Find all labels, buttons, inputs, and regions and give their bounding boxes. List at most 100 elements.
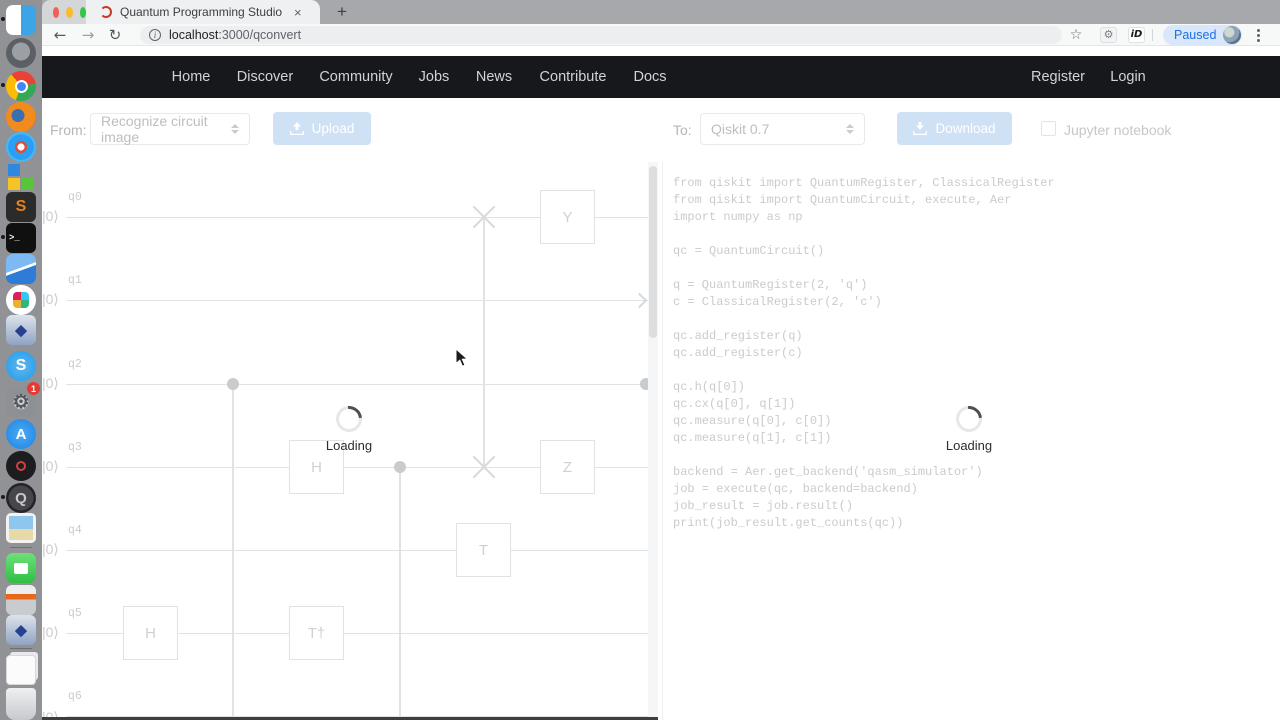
dashboard-icon[interactable] xyxy=(6,451,36,481)
ket-label: |0⟩ xyxy=(42,375,59,391)
upload-label: Upload xyxy=(311,121,355,136)
virtualbox-icon[interactable]: ◆ xyxy=(6,315,36,345)
ket-label: |0⟩ xyxy=(42,624,59,640)
back-icon[interactable]: ← xyxy=(53,26,67,44)
slack-icon[interactable] xyxy=(6,285,36,315)
browser-menu-icon[interactable] xyxy=(1250,27,1266,43)
gate-z[interactable]: Z xyxy=(540,440,595,494)
code-pane: from qiskit import QuantumRegister, Clas… xyxy=(662,162,1280,720)
safari-icon[interactable] xyxy=(6,132,36,162)
nav-login[interactable]: Login xyxy=(1110,69,1146,85)
nav-community[interactable]: Community xyxy=(319,69,393,85)
ket-label: |0⟩ xyxy=(42,709,59,720)
gate-tdg[interactable]: T† xyxy=(289,606,344,660)
trash-icon[interactable] xyxy=(6,688,36,720)
calculator-icon[interactable] xyxy=(6,585,36,615)
generated-code[interactable]: from qiskit import QuantumRegister, Clas… xyxy=(673,176,1055,530)
new-tab-button[interactable]: + xyxy=(337,2,347,21)
minimize-window-button[interactable] xyxy=(66,6,73,18)
id-extension-icon[interactable]: iD xyxy=(1128,27,1145,43)
jupyter-notebook-checkbox[interactable] xyxy=(1041,121,1056,136)
launchpad-icon[interactable] xyxy=(6,38,36,68)
download-label: Download xyxy=(935,121,996,136)
extension-icon[interactable]: ⚙ xyxy=(1100,27,1117,43)
to-select[interactable]: Qiskit 0.7 xyxy=(700,113,865,145)
app-grid-icon[interactable] xyxy=(6,162,36,192)
gate-h[interactable]: H xyxy=(123,606,178,660)
notification-badge: 1 xyxy=(27,382,40,395)
control-dot[interactable] xyxy=(227,378,239,390)
to-select-value: Qiskit 0.7 xyxy=(711,121,770,137)
circuit-scrollbar-thumb[interactable] xyxy=(649,166,657,338)
tab-strip: Quantum Programming Studio × + xyxy=(42,0,1280,24)
firefox-icon[interactable] xyxy=(6,102,36,132)
finder-icon[interactable] xyxy=(6,5,36,35)
profile-paused-chip[interactable]: Paused xyxy=(1163,25,1243,45)
chrome-icon[interactable] xyxy=(6,71,36,101)
qubit-wire xyxy=(66,467,650,468)
photos-icon[interactable] xyxy=(6,513,36,543)
nav-register[interactable]: Register xyxy=(1031,69,1085,85)
sublime-text-icon[interactable]: S xyxy=(6,192,36,222)
control-line xyxy=(232,384,234,720)
avatar xyxy=(1223,26,1242,44)
code-loading-overlay: Loading xyxy=(929,400,1009,453)
bottom-edge xyxy=(42,717,658,720)
site-navbar: Home Discover Community Jobs News Contri… xyxy=(42,56,1280,98)
nav-news[interactable]: News xyxy=(475,69,513,85)
chrome-center xyxy=(14,79,28,93)
converter-toolbar: From: Recognize circuit image Upload To:… xyxy=(42,98,1280,162)
nav-contribute[interactable]: Contribute xyxy=(539,69,607,85)
qubit-wire xyxy=(66,384,650,385)
download-button[interactable]: Download xyxy=(897,112,1012,145)
skype-icon[interactable]: S xyxy=(6,351,36,381)
reload-icon[interactable]: ↻ xyxy=(108,26,122,44)
loading-label: Loading xyxy=(945,438,993,453)
slack-logo xyxy=(13,292,29,308)
ket-label: |0⟩ xyxy=(42,458,59,474)
browser-tab[interactable]: Quantum Programming Studio × xyxy=(86,0,320,24)
nav-discover[interactable]: Discover xyxy=(236,69,294,85)
from-select[interactable]: Recognize circuit image xyxy=(90,113,250,145)
bookmark-star-icon[interactable]: ☆ xyxy=(1069,27,1083,43)
tab-close-icon[interactable]: × xyxy=(294,4,302,20)
url-host: localhost xyxy=(169,28,219,42)
system-preferences-icon[interactable]: ⚙1 xyxy=(6,382,40,417)
nav-jobs[interactable]: Jobs xyxy=(418,69,450,85)
ket-label: |0⟩ xyxy=(42,291,59,307)
gate-t[interactable]: T xyxy=(456,523,511,577)
ket-label: |0⟩ xyxy=(42,208,59,224)
forward-icon[interactable]: → xyxy=(81,26,95,44)
close-window-button[interactable] xyxy=(53,6,60,18)
running-indicator xyxy=(1,495,5,499)
quicktime-icon[interactable]: Q xyxy=(6,483,36,513)
virtualbox-icon[interactable]: ◆ xyxy=(6,615,36,645)
app-store-icon[interactable]: A xyxy=(6,419,36,449)
terminal-icon[interactable]: >_ xyxy=(6,223,36,253)
qubit-label: q2 xyxy=(68,358,82,371)
gauge xyxy=(16,461,26,471)
qubit-label: q6 xyxy=(68,690,82,703)
qubit-wire xyxy=(66,633,650,634)
url-bar[interactable]: i localhost:3000/qconvert xyxy=(140,26,1062,44)
swap-cross-icon[interactable] xyxy=(471,454,497,480)
toolbar-separator xyxy=(1152,29,1153,41)
swap-cross-icon[interactable] xyxy=(471,204,497,230)
control-dot[interactable] xyxy=(394,461,406,473)
nav-home[interactable]: Home xyxy=(171,69,211,85)
qubit-label: q3 xyxy=(68,441,82,454)
gate-h[interactable]: H xyxy=(289,440,344,494)
page-info-icon[interactable]: i xyxy=(149,29,161,41)
macos-dock: S >_ ◆ S ⚙1 A Q ◆ xyxy=(0,0,42,720)
gate-y[interactable]: Y xyxy=(540,190,595,244)
downloads-stack-icon[interactable] xyxy=(6,655,36,685)
zoom-window-button[interactable] xyxy=(79,6,86,18)
circuit-scrollbar-track[interactable] xyxy=(648,162,658,720)
upload-button[interactable]: Upload xyxy=(273,112,371,145)
dock-divider xyxy=(10,547,32,548)
paused-label: Paused xyxy=(1174,28,1217,42)
nav-docs[interactable]: Docs xyxy=(633,69,667,85)
from-select-value: Recognize circuit image xyxy=(101,113,208,145)
facetime-icon[interactable] xyxy=(6,553,36,583)
xcode-icon[interactable] xyxy=(6,254,36,284)
